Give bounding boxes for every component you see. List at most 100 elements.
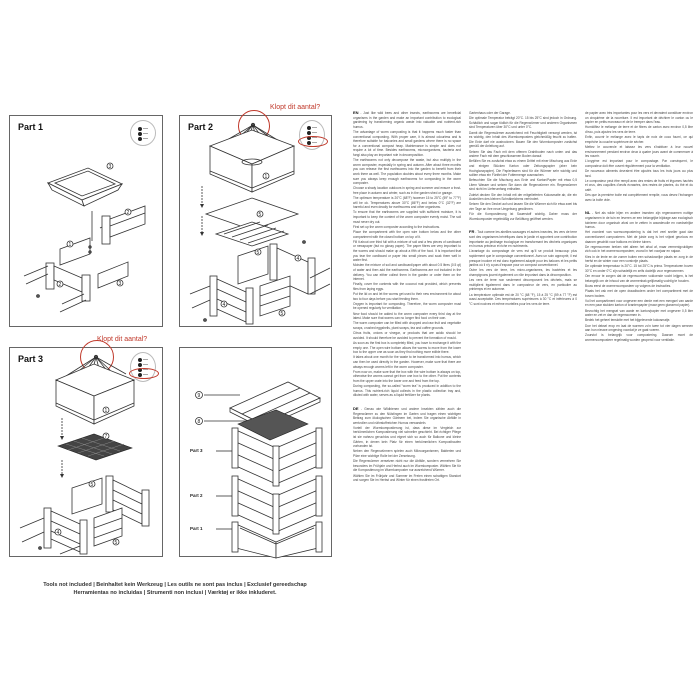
instruction-paragraph: Die Regenwürmer zersetzen nicht nur die … <box>353 459 461 473</box>
paragraph-text: Gartenhaus oder der Garage. <box>469 111 511 115</box>
count-check-highlight <box>129 368 159 379</box>
instruction-paragraph: The earthworms not only decompose the wa… <box>353 158 461 186</box>
language-code-label: NL <box>585 210 591 216</box>
count-check-highlight <box>298 136 328 147</box>
paragraph-text: Neben den Regenwürmern spielen auch Mikr… <box>353 449 461 459</box>
instruction-paragraph: Dès que la première boîte est complèteme… <box>585 193 693 202</box>
instruction-paragraph: Citrus fruits, onions or vinegar, or pro… <box>353 331 461 340</box>
instruction-paragraph: EN - Just like wild bees and other insec… <box>353 111 461 129</box>
stack-label-part-2: Part 2 <box>190 493 203 498</box>
paragraph-text: Für die Kompostierung ist Sauerstoff wic… <box>469 212 577 221</box>
instruction-paragraph: Die optimale Temperatur beträgt 20°C. 15… <box>469 116 577 130</box>
instruction-paragraph: L'avantage du compostage de vers est qu'… <box>469 249 577 267</box>
text-column-3: de papier avec très importantes pour les… <box>585 111 693 579</box>
paragraph-text: Citrus fruits, onions or vinegar, or pro… <box>353 331 461 340</box>
assembled-composter-diagram: 9 8 <box>195 381 323 559</box>
instruction-paragraph: La température optimale est de 20 °C (68… <box>469 293 577 307</box>
instruction-paragraph: Befeuchten Sie die Mischung aus Erde und… <box>469 178 577 192</box>
instruction-paragraph: FR - Tout comme les abeilles sauvages et… <box>469 230 577 249</box>
tools-not-included-note: Tools not included | Beinhaltet kein Wer… <box>0 581 350 597</box>
instruction-paragraph: Kies in de lente en de zomer buiten een … <box>585 255 693 264</box>
paragraph-text: Damit die Regenwürmer ausreichend mit Fe… <box>469 130 577 149</box>
paragraph-text: Outre les vers de terre, les micro-organ… <box>469 268 577 277</box>
instruction-paragraph: Vul het compartiment voor ongeveer een d… <box>585 299 693 308</box>
paragraph-text: De regenwormen breken niet alleen het af… <box>585 244 693 254</box>
footer-line-1: Tools not included | Beinhaltet kein Wer… <box>43 582 307 588</box>
language-section: de papier avec très importantes pour les… <box>585 111 693 202</box>
instruction-paragraph: Finally, cover the contents with the coc… <box>353 282 461 291</box>
instruction-paragraph: Wählen Sie im Frühjahr und Sommer im Fre… <box>353 474 461 483</box>
instruction-paragraph: Le composteur peut être rempli avec des … <box>585 179 693 193</box>
screw-icon <box>138 363 142 367</box>
svg-text:5: 5 <box>257 250 260 256</box>
paragraph-text: Om ervoor te zorgen dat de regenwormen v… <box>585 274 693 283</box>
svg-text:5: 5 <box>259 212 262 218</box>
paragraph-text: New food should be added to the worm com… <box>353 311 461 321</box>
instruction-paragraph: From now on, make sure that the box with… <box>353 370 461 384</box>
parts-legend-circle <box>130 120 156 146</box>
instruction-paragraph: De regenwormen breken niet alleen het af… <box>585 245 693 254</box>
part-3-title: Part 3 <box>18 354 44 364</box>
svg-text:1: 1 <box>69 242 72 248</box>
paragraph-text: Die Regenwürmer zersetzen nicht nur die … <box>353 459 461 473</box>
screw-icon <box>138 137 142 141</box>
language-code-label: DE <box>353 405 359 411</box>
paragraph-text: Fill it about one third full with a mixt… <box>353 239 461 263</box>
paragraph-text: Befüllen Sie es zunächst etwa zu einem D… <box>469 159 577 178</box>
instruction-paragraph: New food should be added to the worm com… <box>353 312 461 321</box>
paragraph-text: de papier avec très importantes pour les… <box>585 111 693 125</box>
instruction-paragraph: Om ervoor te zorgen dat de regenwormen v… <box>585 274 693 283</box>
instruction-paragraph: Zuurstof is belangrijk voor compostering… <box>585 333 693 342</box>
paragraph-text: La température optimale est de 20 °C (68… <box>469 292 577 306</box>
paragraph-text: Oxygen is important for composting. Ther… <box>353 301 461 311</box>
instruction-paragraph: Bedek het geheel tenslotte met het bijge… <box>585 318 693 323</box>
svg-text:3: 3 <box>119 281 122 287</box>
svg-text:1: 1 <box>105 408 108 414</box>
instruction-paragraph: Fill it about one third full with a mixt… <box>353 240 461 263</box>
screw-icon <box>307 131 311 135</box>
instruction-paragraph: Les vers de terre non seulement décompos… <box>469 278 577 292</box>
instruction-paragraph: Setzen Sie den Deckel auf und lassen Sie… <box>469 202 577 211</box>
instruction-paragraph: Humidifiez le mélange de terre et de fib… <box>585 125 693 134</box>
part-3-exploded-diagram: 1 7 5 4 5 <box>19 354 150 555</box>
language-code-label: EN <box>353 111 359 115</box>
instruction-paragraph: The advantage of worm composting is that… <box>353 130 461 158</box>
paragraph-text: Die optimale Temperatur beträgt 20°C. 15… <box>469 116 577 130</box>
paragraph-text: Bevochtig het mengsel van aarde en karto… <box>585 308 693 318</box>
panel-part-2: Part 2 1 <box>179 110 332 327</box>
paragraph-text: Le composteur peut être rempli avec des … <box>585 178 693 193</box>
panel-part-3: Part 3 1 <box>9 340 163 557</box>
instruction-paragraph: Setzen Sie das Fach mit dem offenen Drah… <box>469 150 577 159</box>
paragraph-text: Humidifiez le mélange de terre et de fib… <box>585 125 693 134</box>
instruction-paragraph: Plaats het vak met de open draadbodem on… <box>585 289 693 298</box>
paragraph-text: To ensure that the earthworms are suppli… <box>353 210 461 224</box>
instruction-paragraph: Choose a shady location outdoors in spri… <box>353 186 461 195</box>
paragraph-text: Bedek het geheel tenslotte met het bijge… <box>585 318 671 323</box>
paragraph-text: - Genau wie Wildbienen und andere Insekt… <box>353 406 461 425</box>
screw-icon <box>307 126 311 130</box>
paragraph-text: During composting, the so-called "worm t… <box>353 384 461 398</box>
instruction-paragraph: Neben den Regenwürmern spielen auch Mikr… <box>353 449 461 458</box>
instruction-paragraph: DE - Genau wie Wildbienen und andere Ins… <box>353 405 461 425</box>
instruction-paragraph: Place the compartment with the open wire… <box>353 230 461 239</box>
svg-text:2: 2 <box>127 210 130 216</box>
instruction-paragraph: Mettez le couvercle et laissez les vers … <box>585 145 693 159</box>
instruction-paragraph: Bevochtig het mengsel van aarde en karto… <box>585 309 693 318</box>
paragraph-text: Plaats het vak met de open draadbodem on… <box>585 289 693 298</box>
screw-icon <box>138 358 142 362</box>
svg-text:5: 5 <box>281 311 284 317</box>
paragraph-text: From now on, make sure that the box with… <box>353 369 461 383</box>
part-1-title: Part 1 <box>18 122 44 132</box>
svg-text:8: 8 <box>198 419 201 425</box>
paragraph-text: L'avantage du compostage de vers est qu'… <box>469 249 577 268</box>
instruction-paragraph: Moisten the mixture of soil and cardboar… <box>353 263 461 281</box>
svg-text:4: 4 <box>57 530 60 536</box>
instruction-paragraph: Doe het deksel erop en laat de wormen zo… <box>585 324 693 333</box>
instruction-paragraph: De nouveaux aliments devraient être ajou… <box>585 169 693 178</box>
svg-text:7: 7 <box>105 434 108 440</box>
instruction-paragraph: de papier avec très importantes pour les… <box>585 111 693 125</box>
instruction-paragraph: L'oxygène est important pour le composta… <box>585 159 693 168</box>
paragraph-text: Bouw eerst de wormencomposteer op volgen… <box>585 283 672 288</box>
instruction-paragraph: Vorteil der Wurmkompostierung ist, dass … <box>353 426 461 449</box>
screw-icon <box>138 132 142 136</box>
